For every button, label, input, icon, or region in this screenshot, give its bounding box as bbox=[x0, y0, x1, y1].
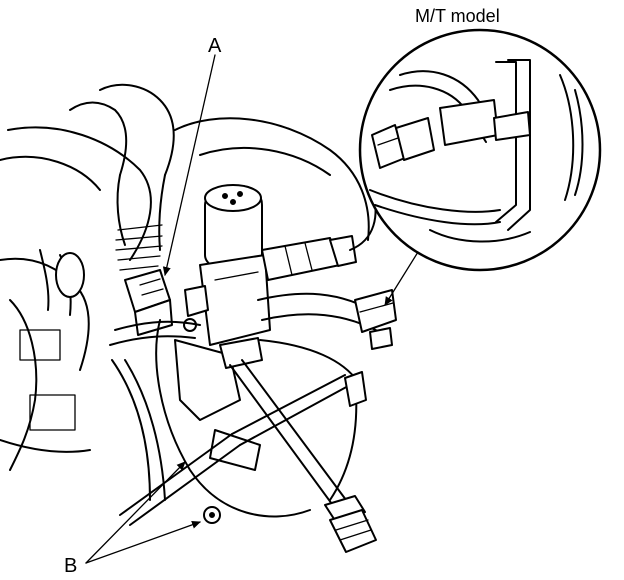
engine-body-left bbox=[0, 126, 152, 471]
leader-b2 bbox=[85, 461, 186, 564]
mounting-bolt bbox=[229, 359, 377, 553]
rod-assembly bbox=[119, 371, 367, 526]
solenoid-valve bbox=[183, 184, 357, 369]
label-b: B bbox=[64, 555, 77, 577]
leader-inset bbox=[384, 251, 419, 306]
connector-a bbox=[124, 269, 173, 336]
pipe-clamp bbox=[354, 289, 397, 350]
intake-hose bbox=[69, 83, 175, 271]
leader-b1 bbox=[85, 520, 201, 564]
inset-title: M/T model bbox=[415, 6, 500, 26]
leader-a bbox=[162, 54, 216, 276]
label-a: A bbox=[208, 35, 222, 57]
leader-lines bbox=[85, 54, 419, 564]
inset-m-t-model bbox=[358, 28, 602, 272]
